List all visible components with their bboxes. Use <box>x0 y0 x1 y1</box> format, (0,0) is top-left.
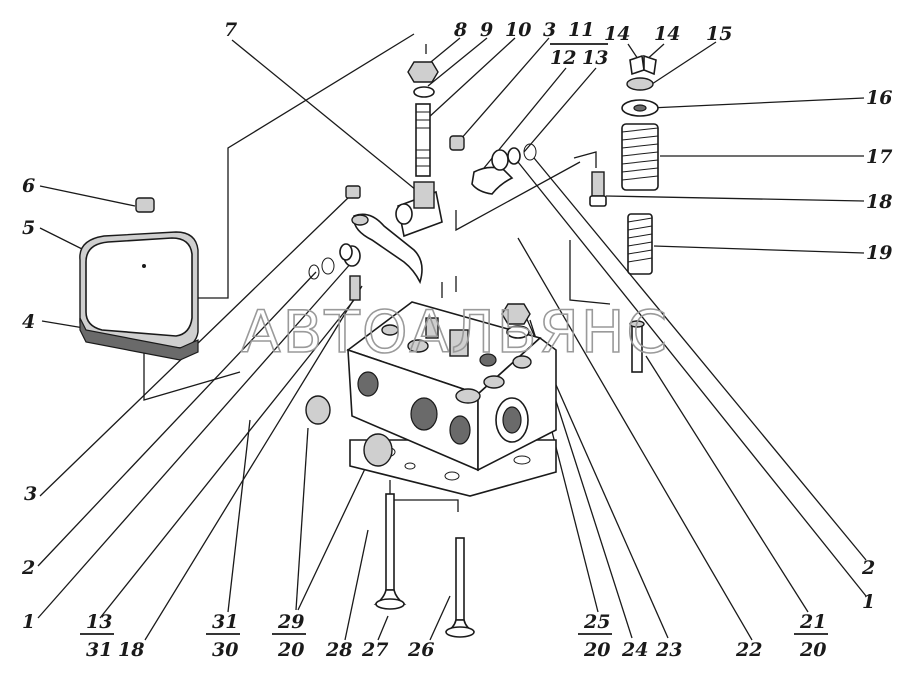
label-11: 11 <box>568 19 594 41</box>
injector-washer <box>506 325 530 339</box>
rocker-bushing-left <box>339 243 361 267</box>
label-14b: 14 <box>654 23 680 45</box>
outer-valve-spring <box>621 123 659 191</box>
label-1-left: 1 <box>22 611 35 633</box>
spring-retainer-cap <box>626 77 654 91</box>
dowel-pins <box>441 276 457 298</box>
label-21: 21 <box>799 611 826 633</box>
label-22: 22 <box>735 639 762 661</box>
bushing-upper <box>491 147 521 171</box>
label-7: 7 <box>224 19 237 41</box>
label-13-bottom: 13 <box>86 611 112 633</box>
label-9: 9 <box>480 19 493 41</box>
valve-guide <box>629 320 645 373</box>
label-29: 29 <box>277 611 304 633</box>
injector-nut <box>501 303 531 325</box>
snap-ring-left <box>308 257 335 280</box>
label-14a: 14 <box>604 23 630 45</box>
spring-retainer <box>621 99 659 117</box>
label-13-top: 13 <box>582 47 608 69</box>
rocker-shaft-bracket <box>395 181 443 238</box>
label-8: 8 <box>453 19 467 41</box>
label-4: 4 <box>22 311 35 333</box>
label-12: 12 <box>550 47 576 69</box>
watermark-text: АВТОАЛЬЯНС <box>241 298 669 366</box>
rocker-arm-left <box>351 213 423 285</box>
label-31: 31 <box>212 611 238 633</box>
callout-labels: 7 8 9 10 3 11 12 13 14 14 15 16 17 18 19… <box>21 19 892 661</box>
label-23: 23 <box>655 639 682 661</box>
label-16: 16 <box>866 87 892 109</box>
cover-nut <box>135 197 155 213</box>
exhaust-valve <box>373 493 407 610</box>
label-3-left: 3 <box>24 483 37 505</box>
snap-ring-upper <box>523 143 537 161</box>
label-17: 17 <box>866 146 892 168</box>
label-28: 28 <box>325 639 352 661</box>
label-2-right: 2 <box>861 557 875 579</box>
label-18-right: 18 <box>866 191 892 213</box>
label-20-a: 20 <box>277 639 304 661</box>
rocker-nut-left <box>345 185 361 199</box>
adjusting-screw <box>349 275 361 301</box>
stud-assembly <box>407 61 439 177</box>
expansion-plug-small <box>305 395 331 425</box>
cylinder-head <box>346 301 557 472</box>
valve-cover <box>79 231 199 361</box>
label-26: 26 <box>407 639 434 661</box>
label-27: 27 <box>361 639 388 661</box>
label-1-right: 1 <box>862 591 875 613</box>
label-3-top: 3 <box>543 19 556 41</box>
label-5: 5 <box>22 217 35 239</box>
label-25: 25 <box>583 611 610 633</box>
intake-valve <box>445 537 475 638</box>
label-10: 10 <box>505 19 531 41</box>
nut-upper <box>449 135 465 151</box>
inner-valve-spring <box>627 213 653 275</box>
label-30: 30 <box>212 639 238 661</box>
expansion-plug-large <box>363 433 393 467</box>
label-20-b: 20 <box>583 639 610 661</box>
label-31-bottom: 31 <box>86 639 112 661</box>
rocker-arm-right <box>471 166 514 195</box>
valve-keepers <box>629 54 657 76</box>
rocker-adjust-screw-right <box>589 171 607 207</box>
label-24: 24 <box>621 639 648 661</box>
label-20-c: 20 <box>799 639 826 661</box>
label-15: 15 <box>706 23 732 45</box>
label-19: 19 <box>866 242 892 264</box>
label-2-left: 2 <box>21 557 35 579</box>
label-18-bottom: 18 <box>118 639 144 661</box>
label-6: 6 <box>22 175 35 197</box>
